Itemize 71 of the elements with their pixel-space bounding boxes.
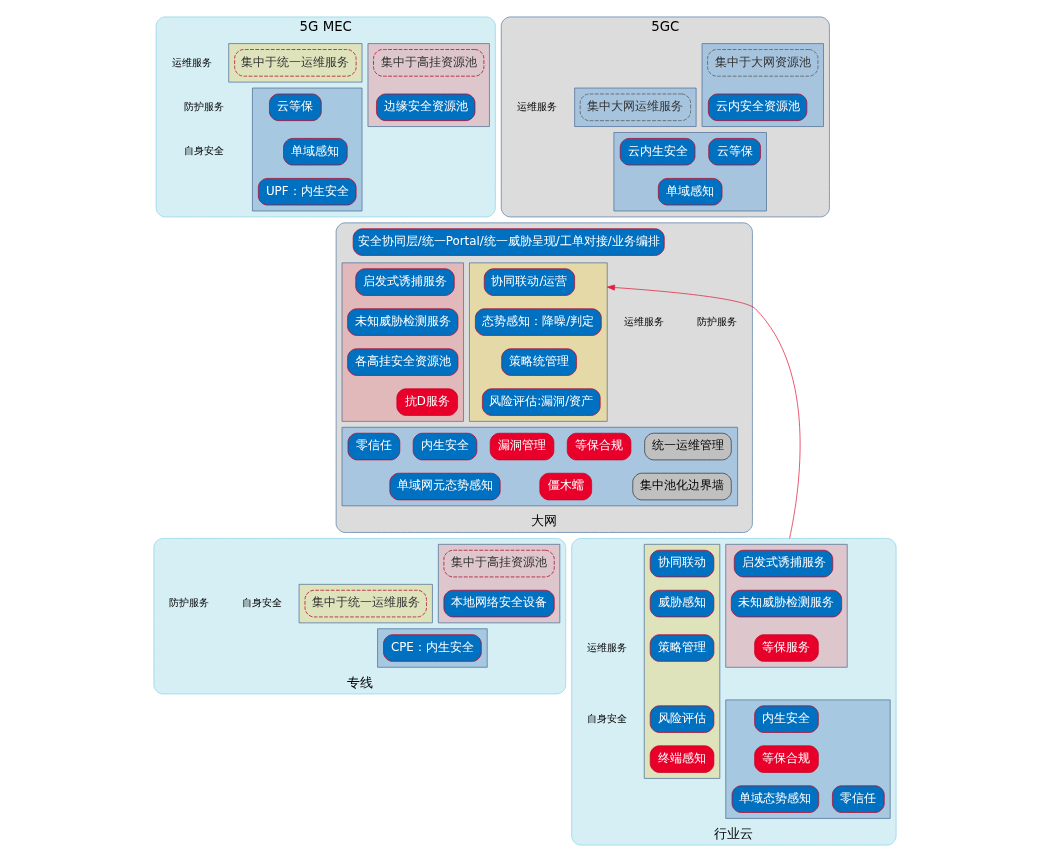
node-box: 统一运维管理 (644, 432, 732, 461)
node-box: 单域感知 (657, 178, 723, 206)
node-box: 内生安全 (754, 705, 819, 733)
node-box: 协同联动 (649, 549, 715, 578)
node-box: 态势感知：降噪/判定 (475, 308, 602, 336)
node-box: 安全协同层/统一Portal/统一威胁呈现/工单对接/业务编排 (352, 228, 665, 256)
cluster (341, 262, 464, 422)
label: 运维服务 (171, 56, 212, 68)
node-box: 单域网元态势感知 (389, 472, 501, 501)
arrow (606, 284, 801, 539)
node-box: 集中于高挂资源池 (373, 49, 485, 77)
node-box: 威胁感知 (649, 589, 715, 618)
cluster (701, 43, 824, 127)
node-box: 集中于统一运维服务 (304, 589, 427, 618)
node-box: 集中于统一运维服务 (234, 49, 357, 77)
cluster (613, 132, 767, 212)
node-box: 内生安全 (412, 432, 478, 461)
cluster (437, 543, 561, 624)
node-box: 策略统管理 (501, 348, 577, 376)
node-box: 等保合规 (566, 432, 632, 461)
node-box: 漏洞管理 (489, 432, 555, 461)
cluster (367, 43, 490, 127)
node-box: UPF：内生安全 (257, 178, 357, 206)
label: 运维服务 (624, 315, 665, 327)
label: 防护服务 (184, 101, 225, 113)
node-box: 云等保 (269, 93, 322, 121)
node-box: 各高挂安全资源池 (347, 348, 459, 376)
label: 自身安全 (242, 597, 283, 609)
node-box: 启发式诱捕服务 (733, 549, 834, 578)
node-box: 集中于大网资源池 (707, 49, 819, 77)
node-box: 集中池化边界墙 (632, 472, 732, 501)
node-box: 协同联动/运营 (483, 268, 575, 296)
cluster (469, 262, 608, 422)
cluster (228, 43, 363, 83)
cluster (643, 543, 721, 779)
node-box: 抗D服务 (396, 388, 458, 416)
cluster (574, 87, 697, 127)
node-box: 僵木蠕 (539, 472, 593, 501)
cluster (341, 426, 738, 507)
cluster (298, 583, 433, 624)
cluster (725, 543, 848, 668)
node-box: 云等保 (708, 138, 761, 166)
cluster (252, 87, 363, 212)
node-box: 策略管理 (649, 634, 715, 662)
node-box: 单域感知 (283, 138, 348, 166)
node-box: 集中于高挂资源池 (443, 549, 555, 578)
label: 自身安全 (587, 712, 628, 724)
node-box: 单域态势感知 (731, 785, 820, 813)
node-box: 云内生安全 (619, 138, 696, 166)
node-box: 风险评估:漏洞/资产 (482, 388, 601, 416)
label: 运维服务 (516, 101, 557, 113)
node-box: 零信任 (832, 785, 885, 813)
label: 防护服务 (696, 315, 737, 327)
node-box: 启发式诱捕服务 (355, 268, 455, 296)
cluster (725, 699, 891, 819)
node-box: 未知威胁检测服务 (730, 589, 843, 618)
node-box: 零信任 (347, 432, 401, 461)
label: 防护服务 (169, 597, 210, 609)
node-box: 等保合规 (754, 745, 819, 773)
node-box: 未知威胁检测服务 (347, 308, 459, 336)
node-box: 风险评估 (649, 705, 715, 733)
node-box: CPE：内生安全 (383, 634, 482, 662)
node-box: 等保服务 (754, 634, 819, 662)
node-box: 边缘安全资源池 (376, 93, 476, 121)
node-box: 集中大网运维服务 (579, 93, 691, 121)
node-box: 本地网络安全设备 (443, 589, 555, 618)
node-box: 终端感知 (649, 745, 715, 773)
node-box: 云内安全资源池 (707, 93, 808, 121)
label: 自身安全 (184, 145, 225, 157)
cluster (377, 628, 488, 668)
label: 运维服务 (587, 641, 628, 653)
